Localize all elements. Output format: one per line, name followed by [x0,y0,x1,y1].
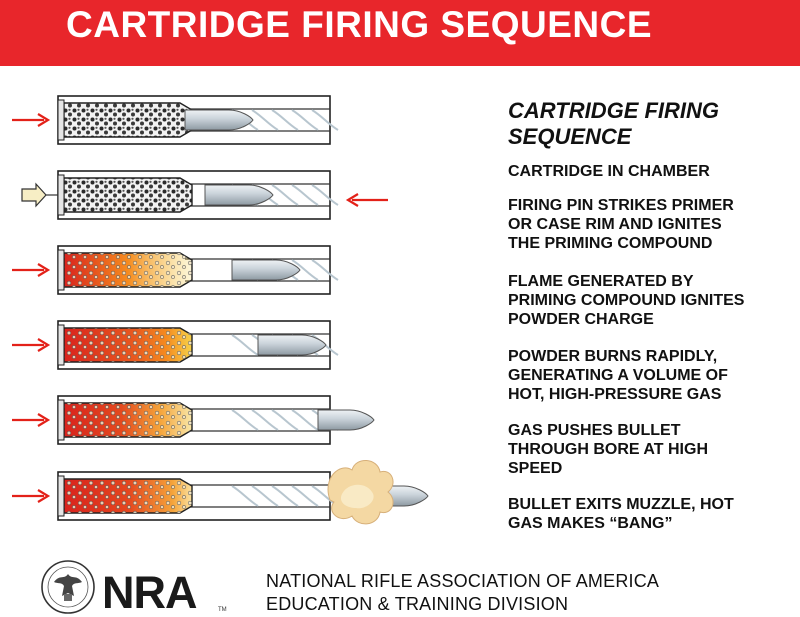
page-title: CARTRIDGE FIRING SEQUENCE [66,4,653,45]
trademark-mark: TM [218,607,227,613]
arrow-left-icon [345,193,388,207]
barrel-row-1 [12,95,339,145]
bullet-1 [184,109,254,131]
nra-logo: NRA TM [41,560,227,615]
arrow-right-icon [12,263,51,277]
eagle-seal-icon [41,560,95,614]
barrel-row-4 [12,320,339,370]
step-4-label: POWDER BURNS RAPIDLY, GENERATING A VOLUM… [508,348,728,403]
step-1-label: CARTRIDGE IN CHAMBER [508,163,710,180]
nra-wordmark: NRA [102,567,197,615]
arrow-right-icon [12,413,51,427]
step-3-label: FLAME GENERATED BY PRIMING COMPOUND IGNI… [508,273,745,328]
firing-sequence-diagram [12,95,429,525]
organization-name: NATIONAL RIFLE ASSOCIATION OF AMERICA ED… [266,570,659,616]
org-line-1: NATIONAL RIFLE ASSOCIATION OF AMERICA [266,571,660,591]
arrow-right-icon [12,113,51,127]
bullet-4 [257,334,327,356]
sequence-title: CARTRIDGE FIRING SEQUENCE [508,98,720,149]
arrow-right-icon [12,489,51,503]
bullet-5 [317,409,375,431]
muzzle-blast [327,460,394,525]
arrow-right-icon [12,338,51,352]
bullet-3 [231,259,301,281]
barrel-row-5 [12,395,375,445]
barrel-row-3 [12,245,339,295]
org-line-2: EDUCATION & TRAINING DIVISION [266,594,569,614]
firing-pin-icon [21,182,58,208]
bullet-2 [204,184,274,206]
step-2-label: FIRING PIN STRIKES PRIMER OR CASE RIM AN… [508,197,734,252]
title-banner: CARTRIDGE FIRING SEQUENCE [0,0,800,66]
step-6-label: BULLET EXITS MUZZLE, HOT GAS MAKES “BANG… [508,496,734,532]
barrel-row-6 [12,471,429,521]
step-5-label: GAS PUSHES BULLET THROUGH BORE AT HIGH S… [508,422,708,477]
barrel-row-2 [57,170,339,220]
